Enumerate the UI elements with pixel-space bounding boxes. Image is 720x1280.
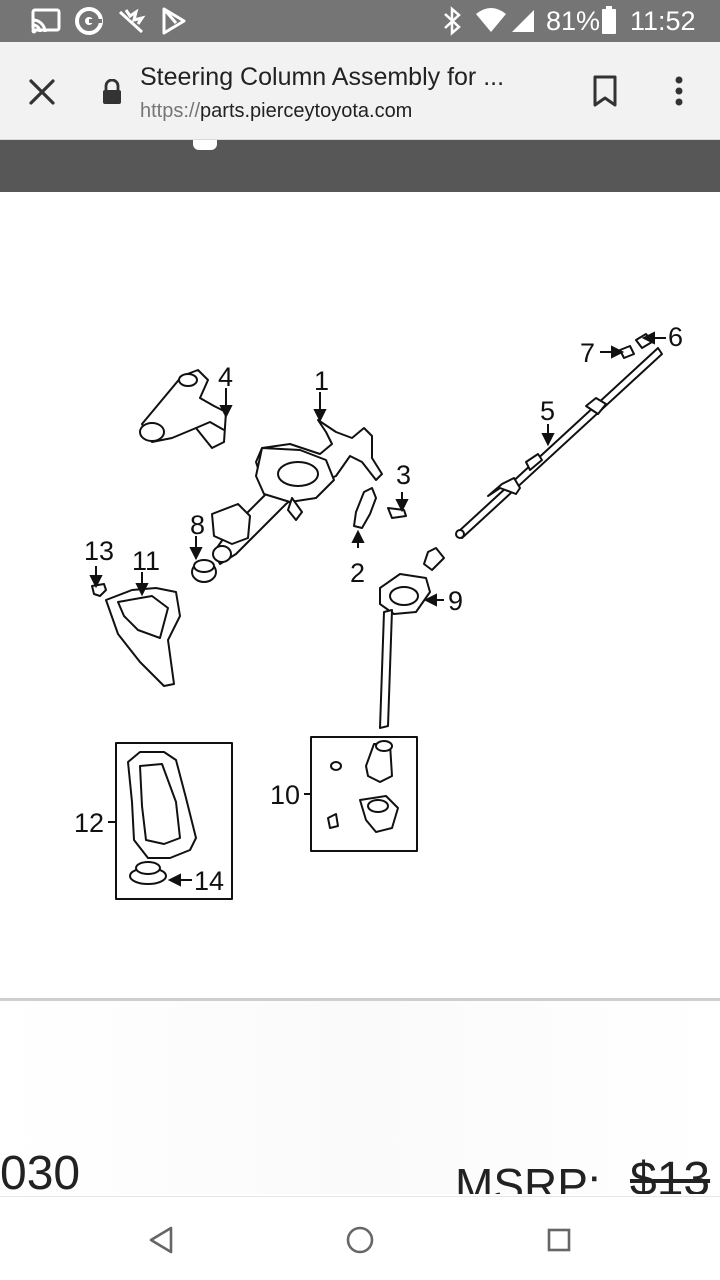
part-9-universal-joint — [379, 547, 445, 729]
page-url[interactable]: https://parts.pierceytoyota.com — [140, 100, 412, 123]
part-7-clip — [619, 345, 635, 359]
overflow-menu-icon — [675, 76, 683, 106]
callout-1[interactable]: 1 — [314, 366, 329, 396]
part-14-grommet — [129, 861, 167, 885]
lock-icon — [100, 78, 124, 106]
callout-14[interactable]: 14 — [194, 866, 224, 896]
callout-10[interactable]: 10 — [270, 780, 300, 810]
steering-column-diagram: 1 2 3 4 5 6 7 8 9 10 11 12 13 14 — [74, 322, 683, 900]
overflow-menu-button[interactable] — [656, 66, 702, 116]
url-scheme: https:// — [140, 100, 201, 122]
bookmark-button[interactable] — [580, 66, 630, 116]
callout-6[interactable]: 6 — [668, 322, 683, 352]
muted-notification-icon — [116, 6, 148, 36]
wifi-icon — [474, 0, 508, 42]
callout-4[interactable]: 4 — [218, 362, 233, 392]
callout-3[interactable]: 3 — [396, 460, 411, 490]
site-header — [0, 140, 720, 192]
close-tab-button[interactable] — [18, 68, 66, 116]
callout-13[interactable]: 13 — [84, 536, 114, 566]
bluetooth-icon — [440, 0, 464, 42]
part-12-boot — [127, 751, 197, 859]
part-13-screw — [91, 583, 107, 597]
back-icon — [149, 1226, 173, 1254]
page-title[interactable]: Steering Column Assembly for ... — [140, 63, 505, 91]
part-10-joint-kit — [327, 740, 399, 833]
recents-button[interactable] — [534, 1215, 584, 1265]
part-10-box — [310, 736, 418, 852]
play-store-icon — [158, 6, 190, 36]
msrp-price: $13 — [630, 1153, 711, 1194]
callout-12[interactable]: 12 — [74, 808, 104, 838]
close-icon — [29, 79, 55, 105]
part-8-bushing — [191, 559, 217, 583]
msrp-label: MSRP: — [455, 1159, 601, 1194]
part-11-cover — [105, 587, 181, 687]
home-icon — [346, 1226, 374, 1254]
section-divider — [0, 998, 720, 1001]
callout-8[interactable]: 8 — [190, 510, 205, 540]
battery-percent: 81% — [546, 6, 601, 36]
callout-7[interactable]: 7 — [580, 338, 595, 368]
part-4-bracket — [139, 369, 227, 449]
callout-5[interactable]: 5 — [540, 396, 555, 426]
cast-icon — [30, 6, 62, 36]
clock: 11:52 — [630, 6, 696, 36]
back-button[interactable] — [136, 1215, 186, 1265]
chrome-sync-icon — [74, 6, 106, 36]
browser-toolbar: Steering Column Assembly for ... https:/… — [0, 42, 720, 140]
part-2-bracket — [353, 487, 377, 529]
callout-2[interactable]: 2 — [350, 558, 365, 588]
cell-signal-icon — [508, 0, 536, 42]
callout-11[interactable]: 11 — [132, 546, 160, 576]
url-host: parts.pierceytoyota.com — [200, 100, 413, 122]
system-nav-bar — [0, 1196, 720, 1280]
callout-9[interactable]: 9 — [448, 586, 463, 616]
home-button[interactable] — [335, 1215, 385, 1265]
part-5-shaft — [455, 347, 663, 539]
battery-icon — [600, 0, 618, 42]
recents-icon — [547, 1228, 571, 1252]
bookmark-icon — [593, 75, 617, 107]
status-bar: 81% 11:52 — [0, 0, 720, 42]
parts-diagram[interactable]: 1 2 3 4 5 6 7 8 9 10 11 12 13 14 — [0, 192, 720, 998]
part-1-column-housing — [211, 419, 383, 565]
product-info: 030 MSRP: $13 — [0, 1001, 720, 1194]
header-text-fragment — [193, 140, 217, 150]
part-number: 030 — [0, 1147, 81, 1194]
